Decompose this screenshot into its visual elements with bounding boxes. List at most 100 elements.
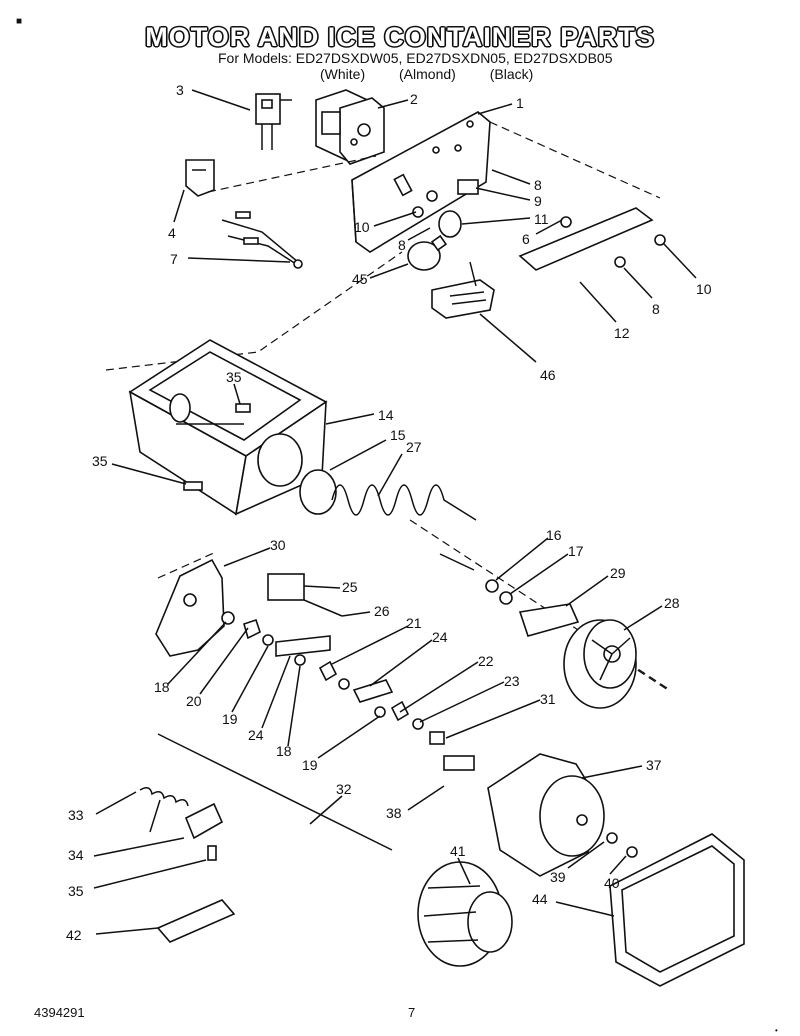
callout-28: 28 [623,595,680,631]
callout-25: 25 [303,579,358,595]
gear-motor-icon [417,832,638,967]
svg-text:27: 27 [406,439,422,455]
callout-18b: 18 [276,665,301,759]
svg-text:3: 3 [176,82,184,98]
callout-14: 14 [325,407,394,425]
svg-text:24: 24 [248,727,264,743]
svg-text:19: 19 [222,711,238,727]
svg-text:46: 46 [540,367,556,383]
svg-text:38: 38 [386,805,402,821]
svg-text:8: 8 [534,177,542,193]
callout-40: 40 [604,855,627,891]
color-almond: (Almond) [399,66,456,82]
callout-32: 32 [309,781,352,825]
callout-19b: 19 [302,715,381,773]
callout-18a: 18 [154,621,227,695]
svg-text:8: 8 [652,301,660,317]
callout-15: 15 [329,427,406,471]
svg-text:28: 28 [664,595,680,611]
svg-text:45: 45 [352,271,368,287]
svg-text:40: 40 [604,875,620,891]
callouts: 3 2 1 8 9 11 10 8 6 10 45 8 7 4 12 46 35… [66,82,712,943]
svg-text:12: 12 [614,325,630,341]
callout-35b: 35 [92,453,187,485]
callout-8a: 8 [491,169,542,193]
svg-text:21: 21 [406,615,422,631]
svg-text:7: 7 [170,251,178,267]
callout-16: 16 [495,527,562,581]
callout-11: 11 [461,211,549,227]
svg-text:26: 26 [374,603,390,619]
callout-41: 41 [450,843,471,885]
callout-44: 44 [532,891,615,917]
motor-diagram [315,89,385,165]
callout-3: 3 [176,82,251,111]
svg-text:34: 34 [68,847,84,863]
dashed-guides [105,121,671,691]
svg-text:10: 10 [696,281,712,297]
callout-33: 33 [68,791,137,823]
page-number: 7 [408,1005,416,1020]
svg-text:18: 18 [154,679,170,695]
svg-text:30: 30 [270,537,286,553]
page-title: MOTOR AND ICE CONTAINER PARTS [145,22,655,52]
callout-6: 6 [522,219,563,247]
svg-text:37: 37 [646,757,662,773]
callout-23: 23 [419,673,520,723]
svg-text:18: 18 [276,743,292,759]
svg-text:23: 23 [504,673,520,689]
callout-10a: 10 [354,211,417,235]
callout-10b: 10 [663,243,712,297]
callout-9: 9 [475,187,542,209]
plate-icon [155,558,225,657]
svg-text:22: 22 [478,653,494,669]
svg-text:14: 14 [378,407,394,423]
corner-mark: ■ [16,16,23,27]
cam-parts [221,579,513,745]
svg-text:39: 39 [550,869,566,885]
svg-text:6: 6 [522,231,530,247]
cam-plate-icon [518,603,580,637]
svg-text:10: 10 [354,219,370,235]
svg-text:2: 2 [410,91,418,107]
corner-dot: • [775,1026,778,1035]
callout-8b: 8 [398,227,431,253]
svg-text:1: 1 [516,95,524,111]
motor-housing-icon [443,753,605,877]
callout-8c: 8 [623,267,660,317]
rod-icon [157,733,393,851]
gear-icon [267,573,343,617]
svg-text:4: 4 [168,225,176,241]
callout-19a: 19 [222,645,269,727]
callout-31: 31 [445,691,556,739]
svg-text:29: 29 [610,565,626,581]
callout-17: 17 [509,543,584,595]
housing-cover-icon [609,833,745,987]
fan-blade-icon [563,619,637,709]
color-white: (White) [320,66,366,82]
svg-text:11: 11 [534,211,549,227]
ice-container-icon [128,339,328,516]
callout-12: 12 [579,281,630,341]
svg-text:41: 41 [450,843,466,859]
callout-26: 26 [341,603,390,619]
svg-text:35: 35 [226,369,242,385]
callout-37: 37 [581,757,662,779]
spring-icon [139,787,189,833]
mounting-plate [351,111,491,253]
models-line: For Models: ED27DSXDW05, ED27DSXDN05, ED… [218,50,613,66]
shield-bar-icon [518,207,666,271]
model-colors: (White) (Almond) (Black) [320,66,547,82]
callout-34: 34 [68,837,185,863]
lamp-cover-icon [431,261,495,319]
callout-30: 30 [223,537,286,567]
cover-icon [156,899,236,943]
doc-number: 4394291 [34,1005,85,1020]
callout-39: 39 [550,841,605,885]
svg-text:16: 16 [546,527,562,543]
svg-text:44: 44 [532,891,548,907]
svg-text:35: 35 [68,883,84,899]
callout-24a: 24 [369,629,448,687]
callout-4: 4 [168,189,185,241]
